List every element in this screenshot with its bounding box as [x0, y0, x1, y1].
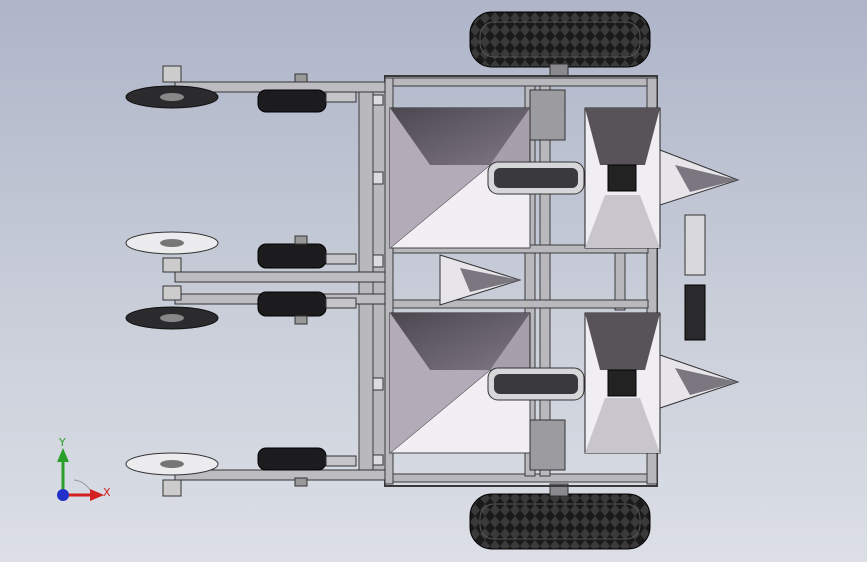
top-drive-wheel — [469, 11, 651, 77]
row-arm-3 — [125, 285, 386, 330]
frame-bolts — [372, 94, 384, 466]
furrow-opener-top — [659, 149, 740, 206]
chain-drive-top — [487, 89, 585, 195]
fertilizer-hopper-top-right — [584, 107, 661, 249]
orientation-triad: Y X — [50, 436, 120, 510]
bottom-drive-wheel — [469, 483, 651, 550]
furrow-opener-middle — [439, 214, 706, 341]
row-arm-1 — [125, 65, 386, 113]
x-axis-label: X — [103, 486, 111, 499]
row-arm-4 — [125, 447, 386, 497]
row-arm-2 — [125, 231, 386, 283]
chain-drive-bottom — [487, 367, 585, 471]
fertilizer-hopper-bottom-right — [584, 312, 661, 454]
furrow-opener-bottom — [659, 354, 740, 409]
y-axis-label: Y — [59, 436, 66, 449]
